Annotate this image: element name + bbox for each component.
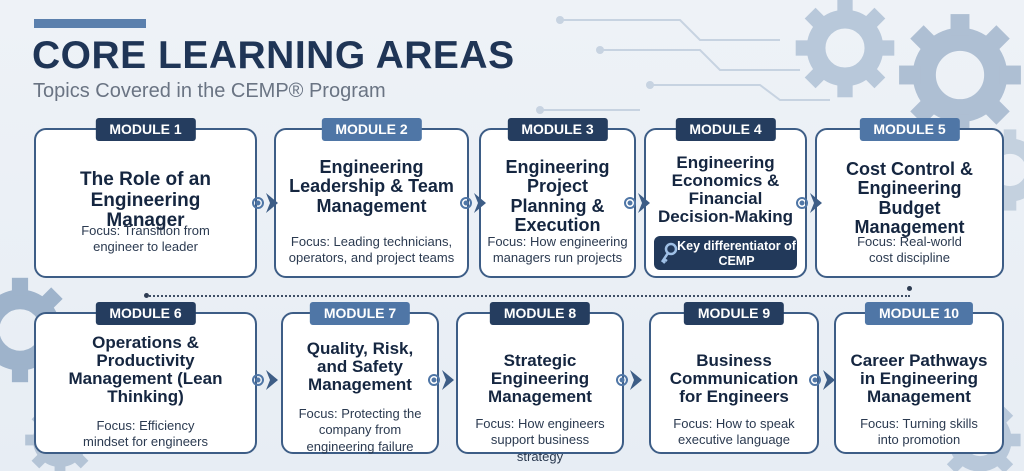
gear-icon — [809, 374, 821, 386]
connector-chevron-5 — [252, 370, 278, 390]
connector-chevron-8 — [809, 370, 835, 390]
module-card-6: MODULE 6 Operations & Productivity Manag… — [34, 302, 257, 454]
module-badge: MODULE 6 — [95, 302, 196, 325]
module-title: Engineering Economics & Financial Decisi… — [657, 153, 794, 226]
chevron-right-icon — [823, 370, 835, 390]
module-focus: Focus: Turning skills into promotion — [860, 416, 978, 448]
connector-chevron-2 — [460, 193, 486, 213]
module-card-1: MODULE 1 The Role of an Engineering Mana… — [34, 118, 257, 278]
module-title: Strategic Engineering Management — [488, 351, 592, 406]
gear-icon — [616, 374, 628, 386]
gear-icon — [796, 197, 808, 209]
connector-chevron-3 — [624, 193, 650, 213]
module-badge: MODULE 4 — [675, 118, 776, 141]
module-focus: Focus: Efficiency mindset for engineers — [82, 418, 208, 450]
page-title: CORE LEARNING AREAS — [32, 34, 515, 77]
module-card-10: MODULE 10 Career Pathways in Engineering… — [834, 302, 1004, 454]
module-title: Business Communication for Engineers — [669, 351, 799, 406]
key-icon — [660, 242, 678, 264]
connector-chevron-6 — [428, 370, 454, 390]
module-title: Cost Control & Engineering Budget Manage… — [846, 159, 973, 238]
module-badge: MODULE 7 — [309, 302, 411, 325]
module-focus: Focus: Transition from engineer to leade… — [81, 223, 210, 255]
connector-chevron-4 — [796, 193, 822, 213]
module-badge: MODULE 9 — [683, 302, 785, 325]
module-focus: Focus: Real-world cost discipline — [857, 234, 962, 266]
connector-chevron-1 — [252, 193, 278, 213]
key-differentiator-text: Key differentiator of CEMP — [677, 239, 796, 268]
gear-icon — [252, 197, 264, 209]
module-focus: Focus: How engineers support business st… — [475, 416, 605, 464]
gear-icon — [252, 374, 264, 386]
module-focus: Focus: Protecting the company from engin… — [298, 406, 422, 454]
chevron-right-icon — [266, 370, 278, 390]
row-divider-dotted-line — [146, 295, 910, 297]
module-focus: Focus: How to speak executive language — [673, 416, 795, 448]
gear-icon — [428, 374, 440, 386]
module-title: Operations & Productivity Management (Le… — [68, 333, 223, 406]
divider-dot-left — [144, 293, 149, 298]
chevron-right-icon — [810, 193, 822, 213]
module-card-8: MODULE 8 Strategic Engineering Managemen… — [456, 302, 624, 464]
chevron-right-icon — [638, 193, 650, 213]
module-title: Engineering Project Planning & Execution — [505, 157, 610, 236]
key-differentiator-badge: Key differentiator of CEMP — [654, 236, 797, 270]
module-title: Quality, Risk, and Safety Management — [306, 339, 414, 394]
module-title: The Role of an Engineering Manager — [80, 169, 211, 232]
module-badge: MODULE 1 — [95, 118, 196, 141]
module-card-9: MODULE 9 Business Communication for Engi… — [649, 302, 819, 454]
module-card-2: MODULE 2 Engineering Leadership & Team M… — [274, 118, 469, 278]
module-card-4: MODULE 4 Engineering Economics & Financi… — [644, 118, 807, 278]
module-focus: Focus: Leading technicians, operators, a… — [288, 234, 455, 266]
chevron-right-icon — [474, 193, 486, 213]
connector-chevron-7 — [616, 370, 642, 390]
module-card-5: MODULE 5 Cost Control & Engineering Budg… — [815, 118, 1004, 278]
chevron-right-icon — [266, 193, 278, 213]
gear-icon — [460, 197, 472, 209]
module-badge: MODULE 10 — [864, 302, 974, 325]
module-focus: Focus: How engineering managers run proj… — [487, 234, 628, 266]
module-card-7: MODULE 7 Quality, Risk, and Safety Manag… — [281, 302, 439, 454]
chevron-right-icon — [630, 370, 642, 390]
chevron-right-icon — [442, 370, 454, 390]
page-subtitle: Topics Covered in the CEMP® Program — [33, 80, 386, 102]
gear-icon — [624, 197, 636, 209]
module-card-3: MODULE 3 Engineering Project Planning & … — [479, 118, 636, 278]
module-badge: MODULE 8 — [489, 302, 591, 325]
module-title: Engineering Leadership & Team Management — [289, 157, 454, 216]
module-title: Career Pathways in Engineering Managemen… — [850, 351, 988, 406]
accent-bar — [34, 19, 146, 28]
module-badge: MODULE 5 — [859, 118, 960, 141]
module-badge: MODULE 3 — [507, 118, 608, 141]
module-badge: MODULE 2 — [321, 118, 422, 141]
divider-dot-right — [907, 286, 912, 291]
